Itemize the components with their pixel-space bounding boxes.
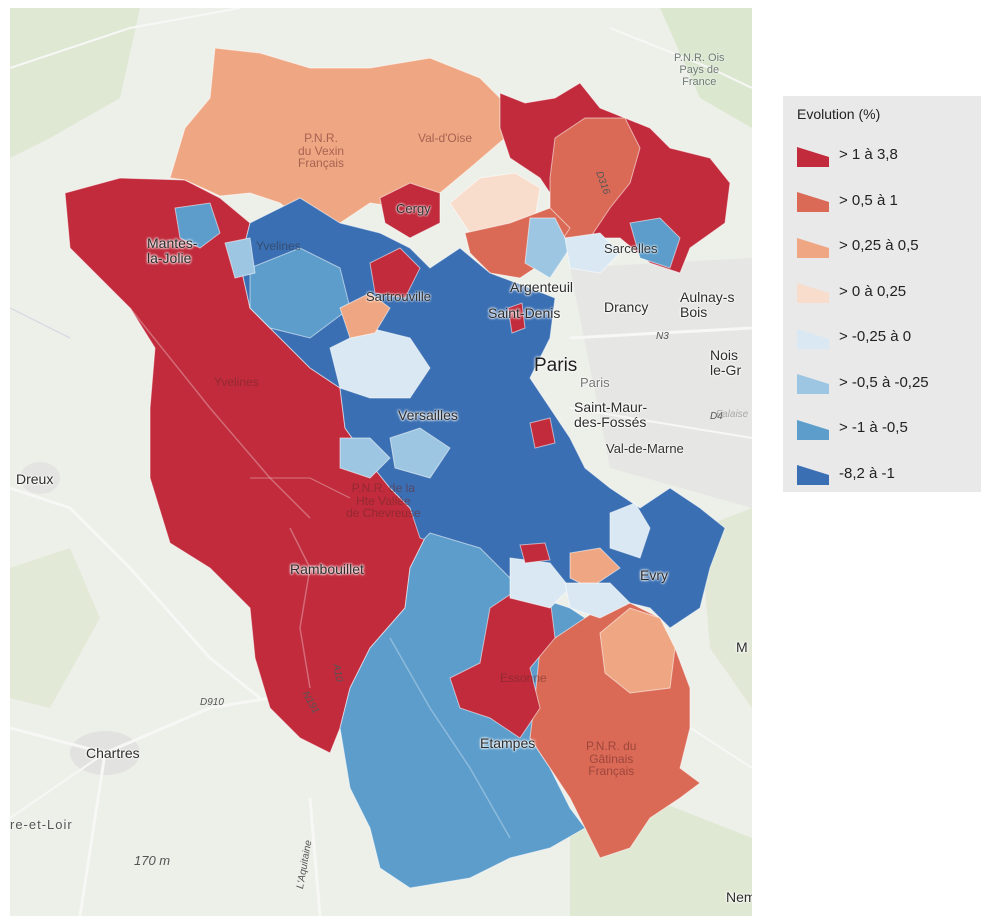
legend-swatch-shape bbox=[797, 146, 829, 167]
city-saint-maur: Saint-Maur-des-Fossés bbox=[574, 399, 648, 430]
region-pale-blue-versailles bbox=[389, 427, 451, 479]
legend-item: > -1 à -0,5 bbox=[797, 405, 981, 451]
city-paris-small: Paris bbox=[580, 375, 610, 390]
label-road-n3: N3 bbox=[656, 331, 669, 342]
city-etampes: Etampes bbox=[480, 735, 536, 751]
legend-swatch-icon bbox=[797, 188, 829, 213]
region-light-south bbox=[509, 557, 571, 609]
city-mantes-la-jolie: Mantes-la-Jolie bbox=[147, 235, 198, 266]
region-cergy-red bbox=[379, 182, 441, 239]
region-pale-blue-evry bbox=[564, 582, 631, 619]
legend-title: Evolution (%) bbox=[797, 106, 881, 122]
city-chartres: Chartres bbox=[86, 745, 140, 761]
legend-item: > 0 à 0,25 bbox=[797, 269, 981, 315]
legend-item: > -0,25 à 0 bbox=[797, 314, 981, 360]
legend-swatch-shape bbox=[797, 328, 829, 349]
legend-label: > 0,25 à 0,5 bbox=[839, 237, 919, 255]
region-light-blue-north bbox=[524, 217, 571, 279]
legend-swatch-shape bbox=[797, 283, 829, 304]
legend-swatch-shape bbox=[797, 192, 829, 213]
region-sarcelles-pale bbox=[564, 232, 621, 274]
region-versailles-red bbox=[529, 417, 556, 449]
region-saint-denis-red bbox=[507, 302, 526, 334]
legend-swatch-icon bbox=[797, 461, 829, 486]
city-drancy: Drancy bbox=[604, 299, 649, 315]
legend-label: > -0,25 à 0 bbox=[839, 328, 912, 346]
legend-label: > 1 à 3,8 bbox=[839, 146, 898, 164]
legend-swatch-shape bbox=[797, 237, 829, 258]
label-eure-et-loir: re-et-Loir bbox=[10, 817, 73, 832]
legend-label: -8,2 à -1 bbox=[839, 464, 895, 482]
legend-item: -8,2 à -1 bbox=[797, 451, 981, 497]
label-val-de-marne: Val-de-Marne bbox=[606, 441, 684, 456]
label-elevation: 170 m bbox=[134, 853, 171, 868]
legend-label: > -1 à -0,5 bbox=[839, 419, 908, 437]
legend-swatch-icon bbox=[797, 416, 829, 440]
region-mantes-blue-2 bbox=[224, 237, 256, 279]
region-valdoise-coral bbox=[549, 117, 641, 239]
label-yvelines: Yvelines bbox=[214, 375, 259, 389]
label-falaise: Falaise bbox=[716, 409, 749, 420]
region-mid-blue-southwest bbox=[339, 437, 391, 479]
legend-swatch-icon bbox=[797, 234, 829, 258]
legend-swatch-shape bbox=[797, 374, 829, 395]
city-dreux: Dreux bbox=[16, 471, 54, 487]
region-essonne-red-small bbox=[519, 542, 551, 564]
label-road-d4: D4 bbox=[710, 411, 723, 422]
region-salmon-southeast bbox=[599, 607, 676, 694]
city-evry: Evry bbox=[640, 567, 668, 583]
city-argenteuil: Argenteuil bbox=[510, 279, 574, 295]
legend-label: > 0 à 0,25 bbox=[839, 282, 907, 300]
legend-list: > 1 à 3,8 > 0,5 à 1 > 0,25 à 0,5 > 0 à 0… bbox=[797, 132, 981, 496]
city-sarcelles: Sarcelles bbox=[604, 241, 658, 256]
legend-item: > 1 à 3,8 bbox=[797, 132, 981, 178]
label-essonne: Essonne bbox=[500, 671, 547, 685]
city-sartrouville: Sartrouville bbox=[366, 289, 432, 304]
label-road-d910: D910 bbox=[200, 697, 224, 708]
legend-label: > 0,5 à 1 bbox=[839, 191, 898, 209]
region-mid-blue-west bbox=[249, 247, 351, 339]
choropleth-map[interactable] bbox=[10, 8, 752, 916]
city-cergy: Cergy bbox=[396, 201, 431, 216]
region-light-evry bbox=[609, 502, 651, 559]
legend-swatch-icon bbox=[797, 325, 829, 349]
legend-swatch-shape bbox=[797, 465, 829, 486]
city-paris: Paris bbox=[534, 355, 578, 376]
city-nemours: Nem bbox=[726, 889, 752, 905]
region-salmon-sartrouville bbox=[339, 292, 391, 339]
label-yvelines-top: Yvelines bbox=[256, 239, 301, 253]
roads-overlay bbox=[129, 307, 511, 839]
legend-swatch-icon bbox=[797, 370, 829, 395]
city-versailles: Versailles bbox=[398, 407, 458, 423]
legend-swatch-icon bbox=[797, 143, 829, 167]
city-m: M bbox=[736, 639, 748, 655]
legend-item: > -0,5 à -0,25 bbox=[797, 360, 981, 406]
region-mantes-blue bbox=[174, 202, 221, 249]
region-sarcelles-blue bbox=[629, 217, 681, 269]
city-rambouillet: Rambouillet bbox=[290, 561, 364, 577]
choropleth-regions bbox=[64, 47, 731, 889]
region-salmon-evry bbox=[569, 547, 621, 589]
label-val-doise: Val-d'Oise bbox=[418, 131, 473, 145]
legend-swatch-shape bbox=[797, 419, 829, 440]
legend-item: > 0,25 à 0,5 bbox=[797, 223, 981, 269]
region-cergy-red-2 bbox=[369, 247, 421, 299]
legend-panel: Evolution (%) > 1 à 3,8 > 0,5 à 1 > 0,25… bbox=[783, 96, 981, 492]
label-road-a10: A10 bbox=[330, 663, 345, 683]
legend-item: > 0,5 à 1 bbox=[797, 178, 981, 224]
city-saint-denis: Saint-Denis bbox=[488, 305, 561, 321]
legend-label: > -0,5 à -0,25 bbox=[839, 373, 929, 391]
legend-swatch-icon bbox=[797, 279, 829, 304]
region-vexin bbox=[169, 47, 506, 229]
